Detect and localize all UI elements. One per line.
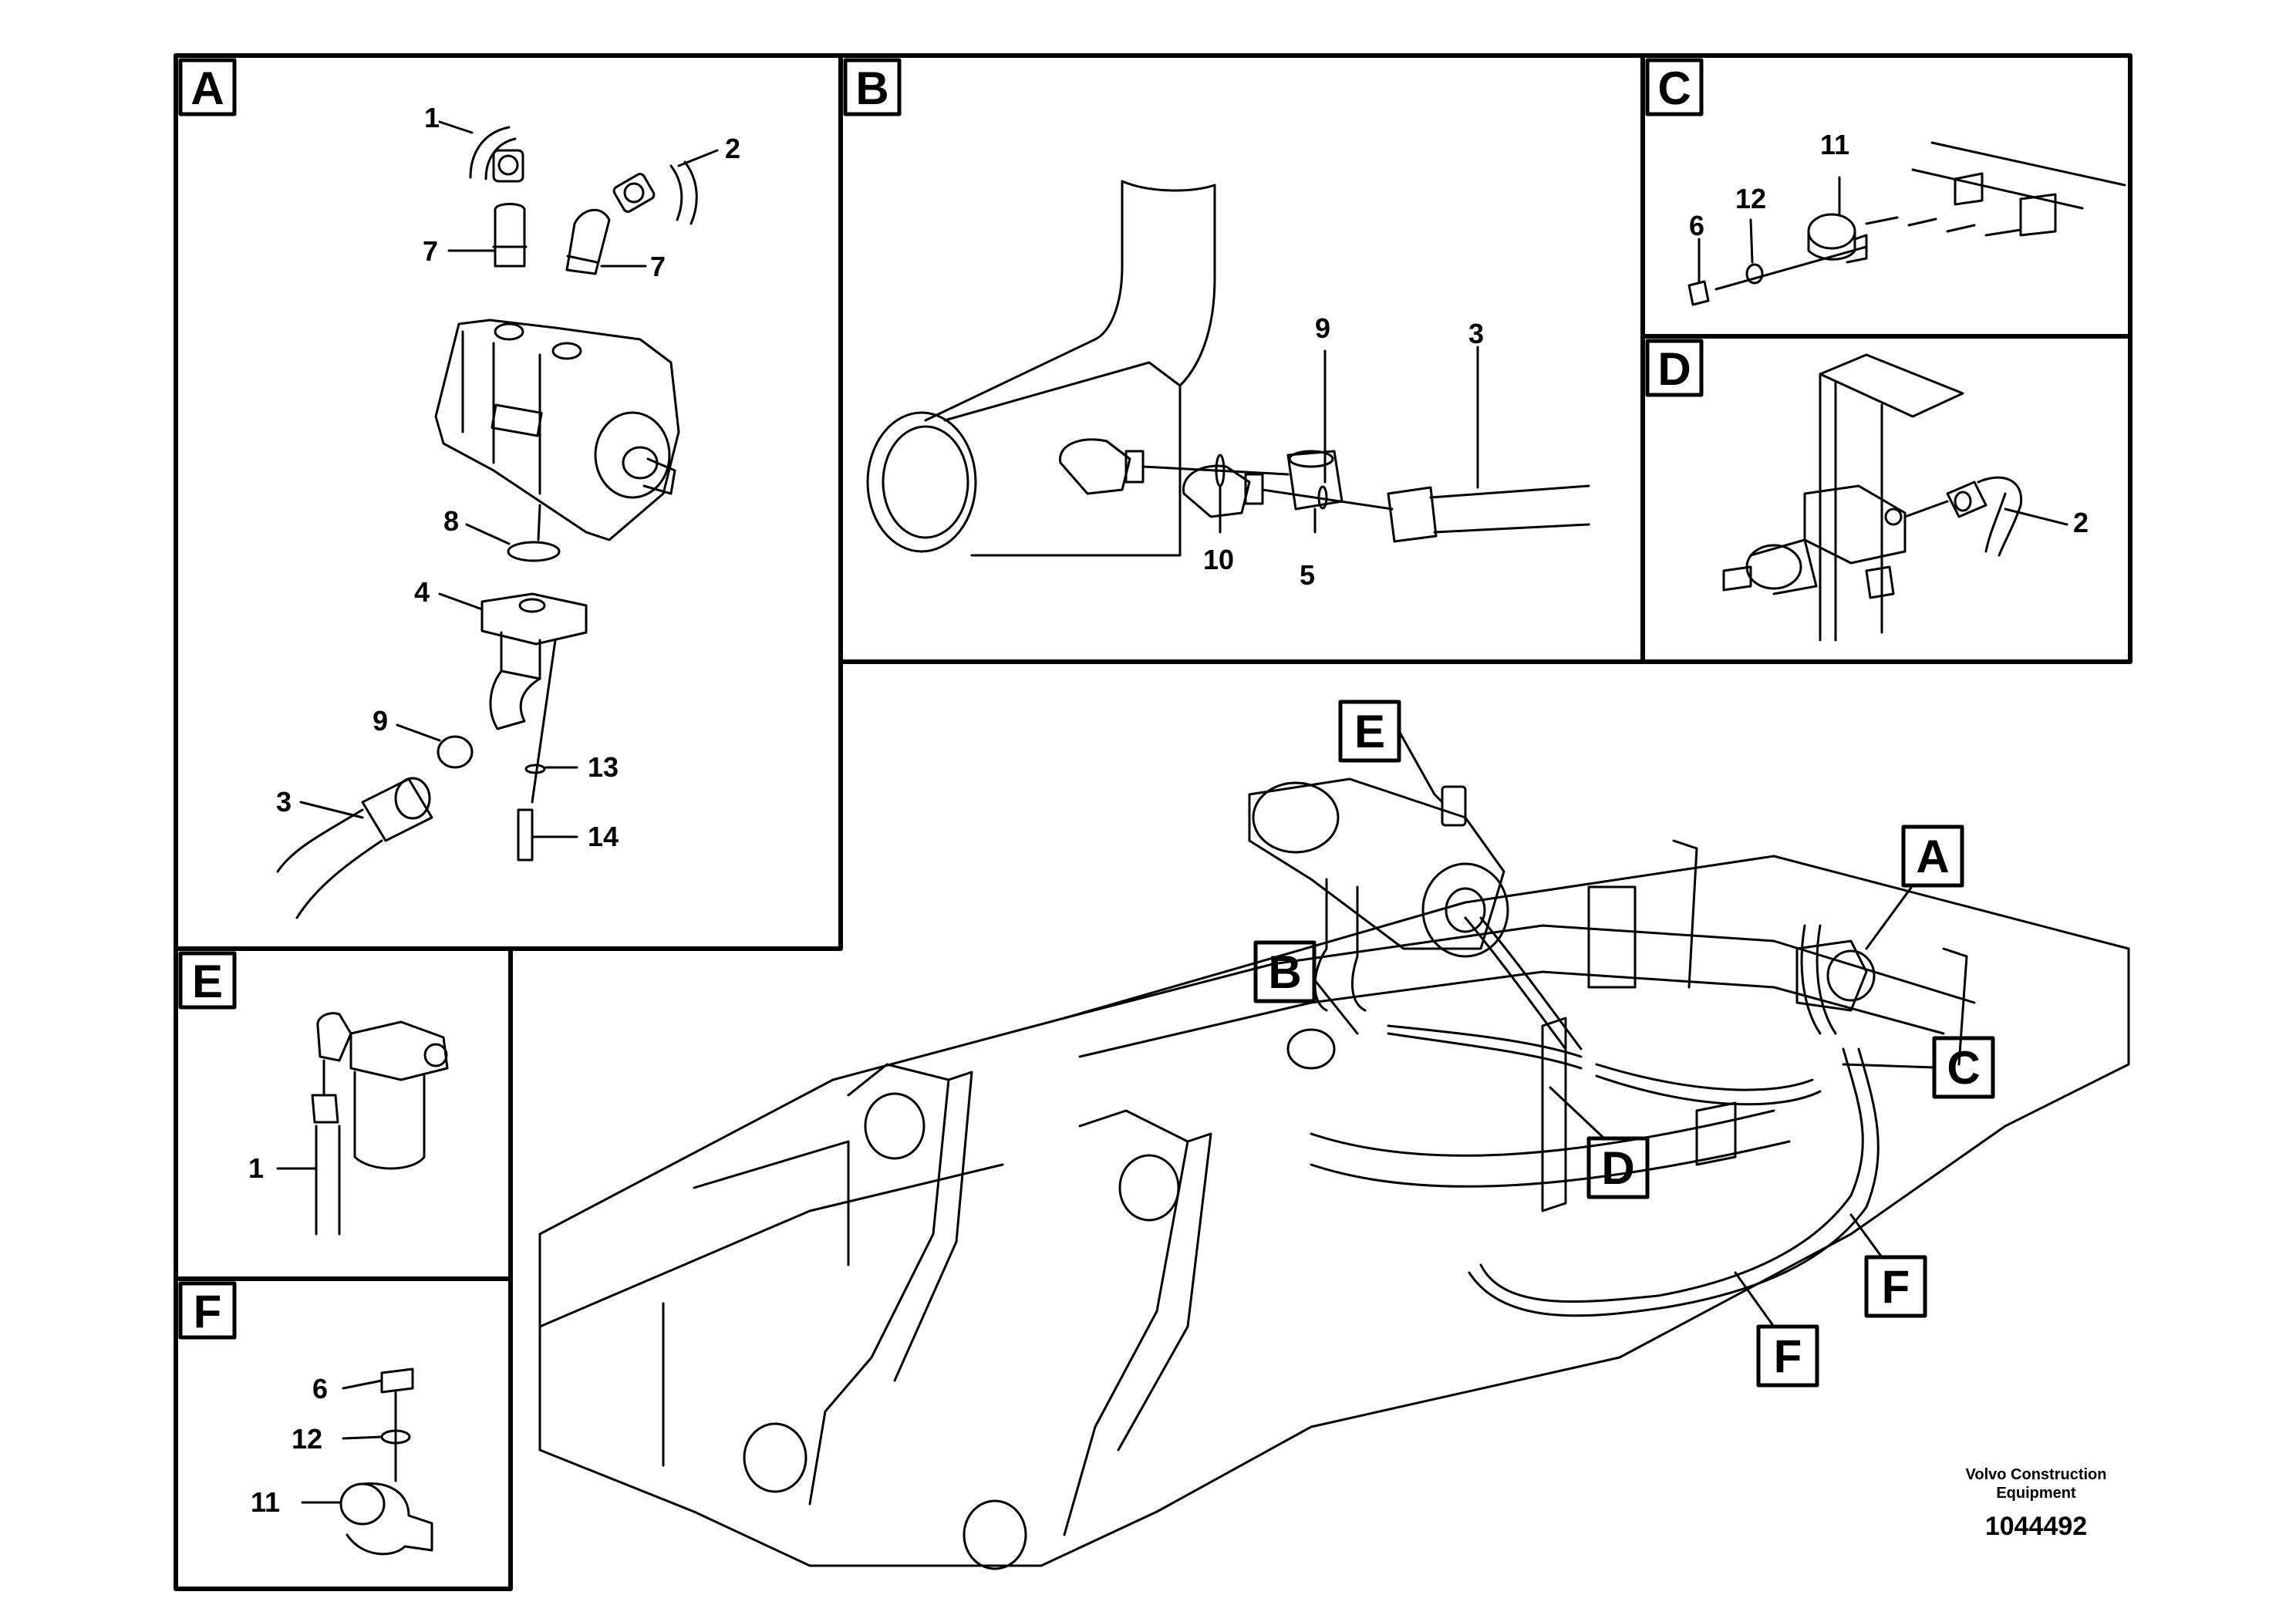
callout-a-4: 4 [414,576,430,608]
panel-f-letter: F [194,1286,222,1337]
callout-c-12: 12 [1735,183,1766,214]
callout-f-6: 6 [312,1373,328,1404]
callout-f-12: 12 [292,1423,322,1455]
panel-a-drawing [276,126,698,919]
callout-c-11: 11 [1820,129,1849,160]
callout-a-7-left: 7 [423,235,438,267]
callout-a-3: 3 [276,786,292,818]
callout-f-11: 11 [251,1486,280,1518]
panel-e-letter-box [178,951,237,1010]
panel-f-frame [174,1276,513,1591]
callout-a-2: 2 [725,133,740,164]
overview-tag-box-d [1586,1136,1650,1199]
panel-c-letter-box [1645,58,1704,116]
caption-company-line2: Equipment [1996,1485,2076,1502]
overview-tag-f2: F [1882,1261,1910,1313]
panel-e-drawing [311,1012,449,1236]
overview-tag-box-f1 [1756,1324,1819,1388]
panel-e-letter: E [192,956,223,1007]
panel-b-letter: B [855,62,888,114]
callout-c-6: 6 [1689,210,1704,241]
overview-drawing [538,777,2130,1570]
callout-b-3: 3 [1468,318,1484,349]
panel-a-letter-box [178,58,237,116]
callout-a-13: 13 [588,751,619,783]
overview-tag-f1: F [1774,1330,1802,1382]
panel-c-frame [1640,53,2132,339]
panel-f-letter-box [178,1281,237,1340]
panel-c-letter: C [1657,62,1691,114]
panel-d-drawing [1722,353,2023,642]
panel-d-letter-box [1645,339,1704,397]
callout-a-8: 8 [443,505,459,537]
overview-tag-box-a [1901,824,1964,888]
callout-b-5: 5 [1300,559,1315,591]
callout-a-1: 1 [424,102,440,133]
overview-tag-box-f2 [1864,1255,1927,1318]
callout-b-9: 9 [1315,312,1330,344]
panel-b-frame [838,53,1645,664]
callout-e-1: 1 [248,1152,264,1184]
overview-tag-a: A [1916,831,1949,882]
panel-e-frame [174,946,513,1281]
callout-a-9: 9 [373,705,388,737]
panel-b-drawing [866,180,1590,557]
overview-tag-b: B [1268,946,1301,998]
panel-d-letter: D [1657,343,1691,395]
panel-a-letter: A [190,62,224,114]
callout-a-7-right: 7 [650,251,666,282]
overview-tag-e: E [1354,706,1385,757]
overview-tag-c: C [1947,1042,1980,1094]
caption-company-line1: Volvo Construction [1966,1466,2107,1483]
panel-d-frame [1640,334,2132,664]
callout-d-2: 2 [2073,507,2089,538]
panel-b-letter-box [843,58,902,116]
panel-c-drawing [1687,141,2126,306]
callout-a-14: 14 [588,821,619,852]
callout-b-10: 10 [1203,544,1234,575]
caption-drawing-number: 1044492 [1985,1512,2087,1541]
overview-tag-box-b [1253,940,1317,1003]
overview-tag-d: D [1601,1142,1634,1194]
panel-f-drawing [339,1367,433,1556]
